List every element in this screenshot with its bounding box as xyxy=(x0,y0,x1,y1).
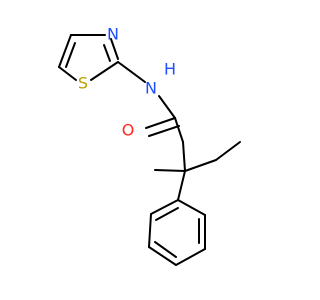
bond-s-c5 xyxy=(58,66,77,81)
bond-carbonyl-oxygen-1 xyxy=(145,117,176,129)
bonds xyxy=(58,34,241,266)
atom-labels: S N N H O xyxy=(78,25,176,140)
bond-ch2-quaternary xyxy=(182,141,186,172)
bond-carbonyl-oxygen-2 xyxy=(148,125,180,137)
bond-nh-carbonyl xyxy=(158,95,176,119)
bond-ethyl-terminal xyxy=(215,141,241,161)
phenyl-bond-4 xyxy=(175,248,206,266)
bond-quaternary-ethyl xyxy=(184,159,217,172)
phenyl-bond-6 xyxy=(177,199,206,216)
molecule-structure: S N N H O xyxy=(58,25,241,266)
bond-quaternary-methyl xyxy=(154,169,186,172)
bond-quaternary-phenyl xyxy=(177,170,186,201)
bond-c2-nh xyxy=(117,61,146,83)
phenyl-bond-1 xyxy=(150,199,179,215)
bond-carbonyl-ch2 xyxy=(174,117,184,143)
sulfur-atom-label: S xyxy=(78,74,88,93)
phenyl-bond-1-inner xyxy=(155,207,179,221)
phenyl-bond-2 xyxy=(148,213,152,248)
phenyl-bond-3-inner xyxy=(154,241,177,258)
bond-c2-s xyxy=(90,61,119,81)
phenyl-bond-3 xyxy=(148,246,177,266)
amide-hydrogen-label: H xyxy=(164,60,176,79)
bond-c5-c4-inner xyxy=(65,42,76,68)
thiazole-nitrogen-label: N xyxy=(107,25,119,44)
amide-nitrogen-label: N xyxy=(145,79,157,98)
molecule-canvas: S N N H O xyxy=(58,24,241,266)
bond-n3-c2 xyxy=(110,38,119,60)
bond-c5-c4 xyxy=(58,34,72,68)
carbonyl-oxygen-label: O xyxy=(122,121,135,140)
bond-n3-c2-inner xyxy=(103,44,111,62)
